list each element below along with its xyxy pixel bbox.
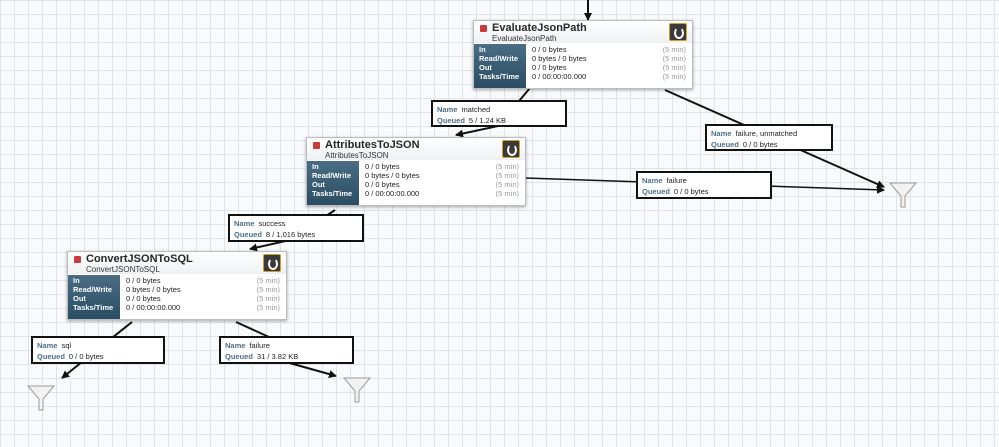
stat-value-out: 0 / 0 bytes <box>365 180 400 189</box>
stat-value-tasks: 0 / 00:00:00.000 <box>365 189 420 198</box>
stats-labels: In Read/Write Out Tasks/Time <box>474 44 526 88</box>
connection-queued: 0 / 0 bytes <box>68 352 104 361</box>
connection-queued: 0 / 0 bytes <box>673 187 709 196</box>
processor-type: EvaluateJsonPath <box>492 34 557 43</box>
connection-queued: 8 / 1,016 bytes <box>265 230 316 239</box>
connection-queued-key: Queued <box>225 352 253 361</box>
stats-labels: In Read/Write Out Tasks/Time <box>68 275 120 319</box>
stat-value-tasks: 0 / 00:00:00.000 <box>532 72 587 81</box>
edge-failure-sql-end <box>285 361 337 378</box>
processor-name: AttributesToJSON <box>325 139 420 151</box>
stat-window-out: (5 min) <box>256 294 280 303</box>
processor-header: EvaluateJsonPath EvaluateJsonPath <box>474 21 692 43</box>
stat-label-readwrite: Read/Write <box>479 54 519 63</box>
connection-queued: 31 / 3.82 KB <box>256 352 299 361</box>
processor-badge-icon <box>502 140 520 158</box>
stat-window-in: (5 min) <box>495 162 519 171</box>
stat-label-out: Out <box>312 180 325 189</box>
connection-name-key: Name <box>225 341 246 350</box>
stat-window-readwrite: (5 min) <box>256 285 280 294</box>
connection-queued-key: Queued <box>437 116 465 125</box>
processor-badge-icon <box>669 23 687 41</box>
stats-labels: In Read/Write Out Tasks/Time <box>307 161 359 205</box>
processor-convertjsontosql[interactable]: ConvertJSONToSQL ConvertJSONToSQL In Rea… <box>67 251 287 320</box>
funnel-icon[interactable] <box>26 383 56 413</box>
processor-stats: In Read/Write Out Tasks/Time 0 / 0 bytes… <box>68 275 286 319</box>
connection-queued: 5 / 1.24 KB <box>468 116 507 125</box>
stat-label-out: Out <box>479 63 492 72</box>
connection-name-key: Name <box>711 129 732 138</box>
stat-value-in: 0 / 0 bytes <box>126 276 161 285</box>
stat-label-readwrite: Read/Write <box>312 171 352 180</box>
stat-value-readwrite: 0 bytes / 0 bytes <box>532 54 587 63</box>
connection-name: sql <box>61 341 72 350</box>
connection-queued: 0 / 0 bytes <box>742 140 778 149</box>
stat-value-in: 0 / 0 bytes <box>532 45 567 54</box>
stat-window-readwrite: (5 min) <box>495 171 519 180</box>
processor-attributestojson[interactable]: AttributesToJSON AttributesToJSON In Rea… <box>306 137 526 206</box>
connection-name-key: Name <box>437 105 458 114</box>
connection-name-key: Name <box>642 176 663 185</box>
funnel-icon[interactable] <box>342 375 372 405</box>
stat-value-readwrite: 0 bytes / 0 bytes <box>365 171 420 180</box>
connection-queued-key: Queued <box>37 352 65 361</box>
stat-label-out: Out <box>73 294 86 303</box>
stat-value-readwrite: 0 bytes / 0 bytes <box>126 285 181 294</box>
processor-badge-icon <box>263 254 281 272</box>
stat-label-in: In <box>73 276 80 285</box>
connection-name: success <box>258 219 286 228</box>
stat-window-out: (5 min) <box>662 63 686 72</box>
stat-label-tasks: Tasks/Time <box>312 189 353 198</box>
stat-value-out: 0 / 0 bytes <box>532 63 567 72</box>
processor-stats: In Read/Write Out Tasks/Time 0 / 0 bytes… <box>307 161 525 205</box>
stat-window-readwrite: (5 min) <box>662 54 686 63</box>
connection-name: failure <box>249 341 270 350</box>
stat-window-tasks: (5 min) <box>662 72 686 81</box>
stat-label-in: In <box>479 45 486 54</box>
stat-window-tasks: (5 min) <box>256 303 280 312</box>
stat-window-in: (5 min) <box>256 276 280 285</box>
connection-name: failure, unmatched <box>735 129 798 138</box>
stat-window-out: (5 min) <box>495 180 519 189</box>
stat-label-tasks: Tasks/Time <box>73 303 114 312</box>
processor-type: ConvertJSONToSQL <box>86 265 160 274</box>
edge-matched-end <box>455 125 499 138</box>
stopped-square-icon <box>313 142 320 149</box>
connection-queued-key: Queued <box>234 230 262 239</box>
connection-queued-key: Queued <box>711 140 739 149</box>
processor-name: EvaluateJsonPath <box>492 22 587 34</box>
stat-label-readwrite: Read/Write <box>73 285 113 294</box>
stat-window-in: (5 min) <box>662 45 686 54</box>
funnel-icon[interactable] <box>888 180 918 210</box>
processor-name: ConvertJSONToSQL <box>86 253 193 265</box>
stat-value-in: 0 / 0 bytes <box>365 162 400 171</box>
stat-label-tasks: Tasks/Time <box>479 72 520 81</box>
processor-header: AttributesToJSON AttributesToJSON <box>307 138 525 160</box>
processor-evaluatejsonpath[interactable]: EvaluateJsonPath EvaluateJsonPath In Rea… <box>473 20 693 89</box>
processor-stats: In Read/Write Out Tasks/Time 0 / 0 bytes… <box>474 44 692 88</box>
connection-queued-key: Queued <box>642 187 670 196</box>
stat-value-tasks: 0 / 00:00:00.000 <box>126 303 181 312</box>
stat-window-tasks: (5 min) <box>495 189 519 198</box>
connection-name: failure <box>666 176 687 185</box>
connection-name: matched <box>461 105 491 114</box>
processor-header: ConvertJSONToSQL ConvertJSONToSQL <box>68 252 286 274</box>
stopped-square-icon <box>74 256 81 263</box>
processor-type: AttributesToJSON <box>325 151 389 160</box>
stopped-square-icon <box>480 25 487 32</box>
connection-name-key: Name <box>234 219 255 228</box>
stat-value-out: 0 / 0 bytes <box>126 294 161 303</box>
connection-name-key: Name <box>37 341 58 350</box>
stat-label-in: In <box>312 162 319 171</box>
